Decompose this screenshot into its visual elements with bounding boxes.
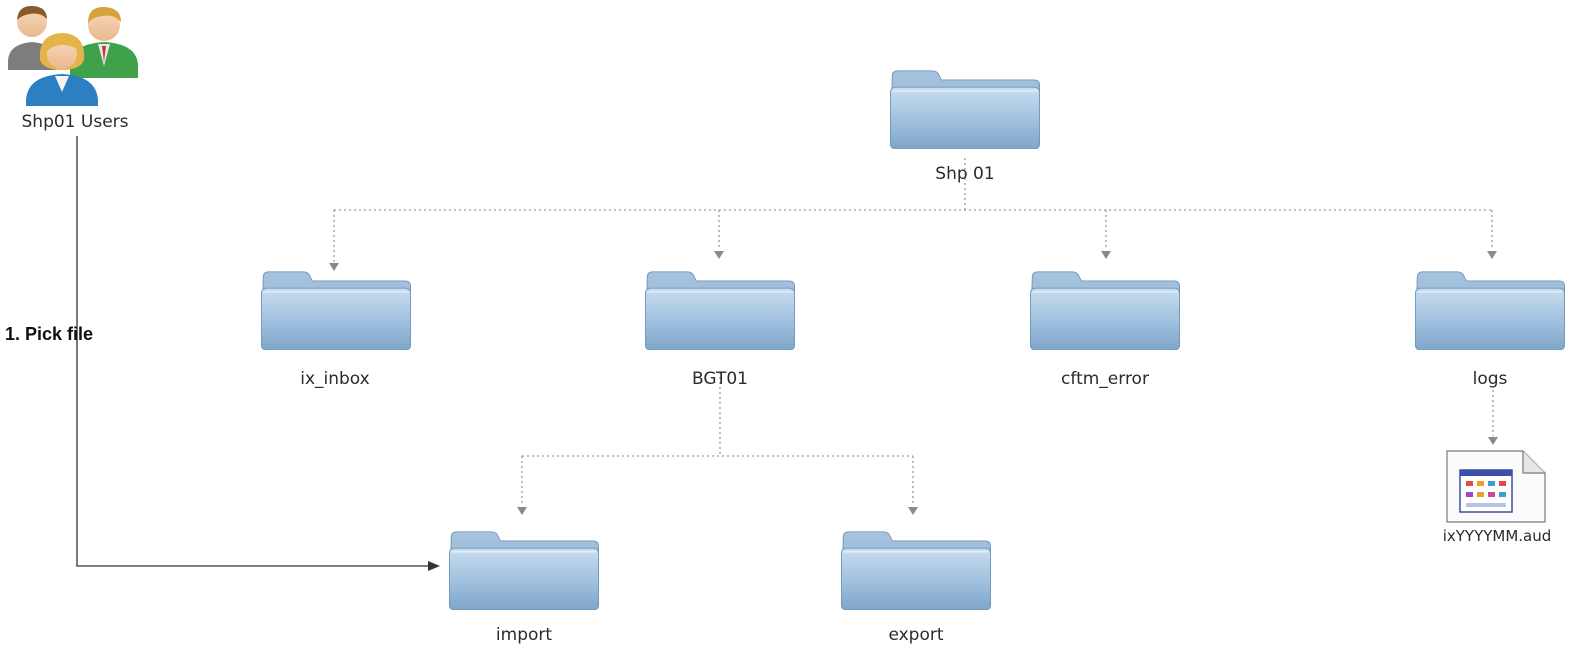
folder-import-label: import bbox=[496, 625, 552, 645]
users-group-icon bbox=[8, 5, 138, 106]
folder-bgt01-label: BGT01 bbox=[692, 369, 748, 389]
folder-icon bbox=[260, 271, 412, 350]
arrowhead-ix-inbox bbox=[329, 263, 339, 271]
arrowhead-export bbox=[908, 507, 918, 515]
folder-cftm-error-label: cftm_error bbox=[1061, 369, 1149, 389]
folder-bgt01[interactable]: BGT01 bbox=[644, 271, 796, 389]
folder-root-label: Shp 01 bbox=[935, 164, 994, 184]
arrowhead-bgt01 bbox=[714, 251, 724, 259]
audit-file[interactable]: ixYYYYMM.aud bbox=[1443, 450, 1552, 545]
arrowhead-logs bbox=[1487, 251, 1497, 259]
audit-file-label: ixYYYYMM.aud bbox=[1443, 527, 1552, 545]
arrowhead-import bbox=[517, 507, 527, 515]
folder-icon bbox=[448, 531, 600, 610]
folder-icon bbox=[1029, 271, 1181, 350]
arrowhead-cftm-error bbox=[1101, 251, 1111, 259]
folder-icon bbox=[840, 531, 992, 610]
folder-import[interactable]: import bbox=[448, 531, 600, 645]
folder-export[interactable]: export bbox=[840, 531, 992, 645]
pick-file-flow bbox=[76, 136, 440, 571]
users-label: Shp01 Users bbox=[22, 112, 129, 132]
audit-file-icon bbox=[1446, 450, 1546, 523]
folder-icon bbox=[644, 271, 796, 350]
folder-logs-label: logs bbox=[1473, 369, 1508, 389]
folder-ix-inbox[interactable]: ix_inbox bbox=[260, 271, 412, 389]
folder-root[interactable]: Shp 01 bbox=[889, 70, 1041, 184]
folder-icon bbox=[889, 70, 1041, 149]
pick-file-arrowhead bbox=[428, 561, 440, 571]
folder-ix-inbox-label: ix_inbox bbox=[300, 369, 370, 389]
arrowhead-file bbox=[1488, 437, 1498, 445]
pick-file-line bbox=[76, 136, 432, 567]
pick-file-step-label: 1. Pick file bbox=[5, 324, 93, 344]
connectors bbox=[329, 158, 1498, 515]
folder-cftm-error[interactable]: cftm_error bbox=[1029, 271, 1181, 389]
folder-export-label: export bbox=[888, 625, 943, 645]
folder-icon bbox=[1414, 271, 1566, 350]
folder-logs[interactable]: logs bbox=[1414, 271, 1566, 389]
